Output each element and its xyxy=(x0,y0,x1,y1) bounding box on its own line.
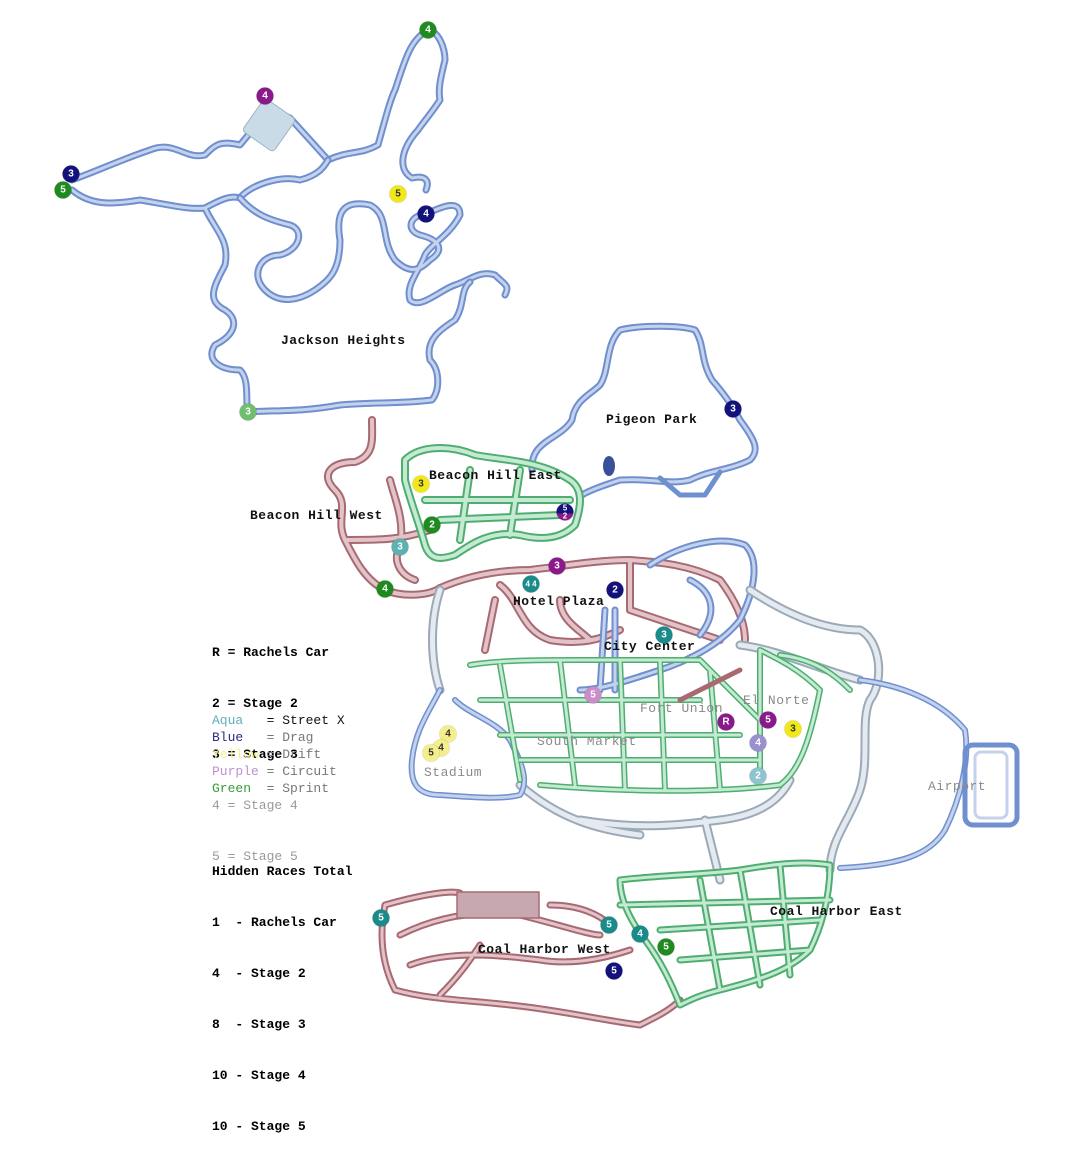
race-type-color-name: Blue xyxy=(212,730,259,745)
district-label-south-market: South Market xyxy=(537,734,637,749)
city-map xyxy=(68,26,1020,1029)
race-marker-streetx[interactable]: 4 xyxy=(631,925,649,943)
race-marker-sprint[interactable]: 2 xyxy=(423,516,441,534)
race-type-legend-row: Yellow = Drift xyxy=(212,746,345,763)
race-type-color-name: Yellow xyxy=(212,747,259,762)
race-marker-streetx[interactable]: 3 xyxy=(655,626,673,644)
race-marker-sprint[interactable]: 4 xyxy=(376,580,394,598)
race-marker-circuit[interactable]: R xyxy=(717,713,735,731)
race-marker-drift[interactable]: 3 xyxy=(784,720,802,738)
district-label-stadium: Stadium xyxy=(424,765,483,780)
district-label-city-center: City Center xyxy=(604,639,696,654)
district-label-coal-harbor-east: Coal Harbor East xyxy=(770,904,903,919)
race-marker-drag[interactable]: 3 xyxy=(62,165,80,183)
pigeon-park-roads xyxy=(528,322,759,499)
district-label-hotel-plaza: Hotel Plaza xyxy=(513,594,605,609)
district-label-pigeon-park: Pigeon Park xyxy=(606,412,698,427)
district-label-el-norte: El Norte xyxy=(743,693,810,708)
race-type-color-name: Purple xyxy=(212,764,259,779)
race-marker-drag[interactable]: 3 xyxy=(724,400,742,418)
hidden-races-total: Hidden Races Total 1 - Rachels Car 4 - S… xyxy=(212,829,352,1152)
race-marker-drag-circuit[interactable]: 5 2 xyxy=(556,503,574,521)
hidden-races-row: 4 - Stage 2 xyxy=(212,966,306,981)
stage-legend-row: 5 = Stage 5 xyxy=(212,849,298,864)
jackson-heights-roads xyxy=(68,26,511,416)
race-marker-drift[interactable]: 5 xyxy=(389,185,407,203)
hidden-races-row: 10 - Stage 5 xyxy=(212,1119,306,1134)
coal-harbor-east-roads xyxy=(616,859,834,1009)
city-center-roads xyxy=(576,537,758,694)
race-type-legend-row: Purple = Circuit xyxy=(212,763,345,780)
race-marker-sprint[interactable]: 4 xyxy=(419,21,437,39)
race-marker-streetx[interactable]: 5 xyxy=(600,916,618,934)
stage-legend-row: 3 = Stage 3 xyxy=(212,747,298,762)
race-marker-sprint[interactable]: 5 xyxy=(657,938,675,956)
race-marker-circuit-light[interactable]: 4 xyxy=(749,734,767,752)
stage-legend-row: 2 = Stage 2 xyxy=(212,696,298,711)
district-label-airport: Airport xyxy=(928,779,987,794)
race-marker-drift-faint[interactable]: 4 xyxy=(439,725,457,743)
race-type-meaning: = Drag xyxy=(258,730,314,745)
race-type-legend-row: Blue = Drag xyxy=(212,729,345,746)
race-type-meaning: = Circuit xyxy=(258,764,337,779)
race-type-legend-row: Green = Sprint xyxy=(212,780,345,797)
race-marker-streetx[interactable]: 4 4 xyxy=(522,575,540,593)
race-marker-circuit[interactable]: 5 xyxy=(759,711,777,729)
race-marker-circuit[interactable]: 4 xyxy=(256,87,274,105)
race-marker-streetx-faint[interactable]: 3 xyxy=(391,538,409,556)
race-marker-drift-faint[interactable]: 5 xyxy=(422,744,440,762)
coal-harbor-west-roads xyxy=(378,888,684,1029)
race-marker-streetx-light[interactable]: 2 xyxy=(749,767,767,785)
district-label-beacon-hill-east: Beacon Hill East xyxy=(429,468,562,483)
race-marker-circuit[interactable]: 3 xyxy=(548,557,566,575)
race-marker-sprint-faint[interactable]: 3 xyxy=(239,403,257,421)
race-type-meaning: = Drift xyxy=(258,747,322,762)
stage-legend-row: R = Rachels Car xyxy=(212,645,330,660)
race-marker-drag[interactable]: 4 xyxy=(417,205,435,223)
race-marker-drag[interactable]: 5 xyxy=(605,962,623,980)
race-marker-circuit-faint[interactable]: 5 xyxy=(584,686,602,704)
district-label-beacon-hill-west: Beacon Hill West xyxy=(250,508,383,523)
race-type-meaning: = Street X xyxy=(258,713,345,728)
hidden-races-row: 1 - Rachels Car xyxy=(212,915,337,930)
district-label-fort-union: Fort Union xyxy=(640,701,724,716)
hidden-races-row: 8 - Stage 3 xyxy=(212,1017,306,1032)
airport-roads xyxy=(837,677,1020,871)
district-label-coal-harbor-west: Coal Harbor West xyxy=(478,942,611,957)
beacon-hill-east-roads xyxy=(401,444,584,562)
hidden-races-title: Hidden Races Total xyxy=(212,864,353,879)
race-type-color-name: Green xyxy=(212,781,259,796)
hidden-races-row: 10 - Stage 4 xyxy=(212,1068,306,1083)
race-marker-streetx[interactable]: 5 xyxy=(372,909,390,927)
race-marker-drag[interactable]: 2 xyxy=(606,581,624,599)
race-type-meaning: = Sprint xyxy=(258,781,330,796)
race-type-color-name: Aqua xyxy=(212,713,259,728)
race-type-legend-row: Aqua = Street X xyxy=(212,712,345,729)
race-marker-drift[interactable]: 3 xyxy=(412,475,430,493)
stage-legend: R = Rachels Car 2 = Stage 2 3 = Stage 3 … xyxy=(212,610,329,882)
stage-legend-row: 4 = Stage 4 xyxy=(212,798,298,813)
district-label-jackson-heights: Jackson Heights xyxy=(281,333,406,348)
hotel-plaza-roads xyxy=(436,556,749,654)
race-marker-sprint[interactable]: 5 xyxy=(54,181,72,199)
